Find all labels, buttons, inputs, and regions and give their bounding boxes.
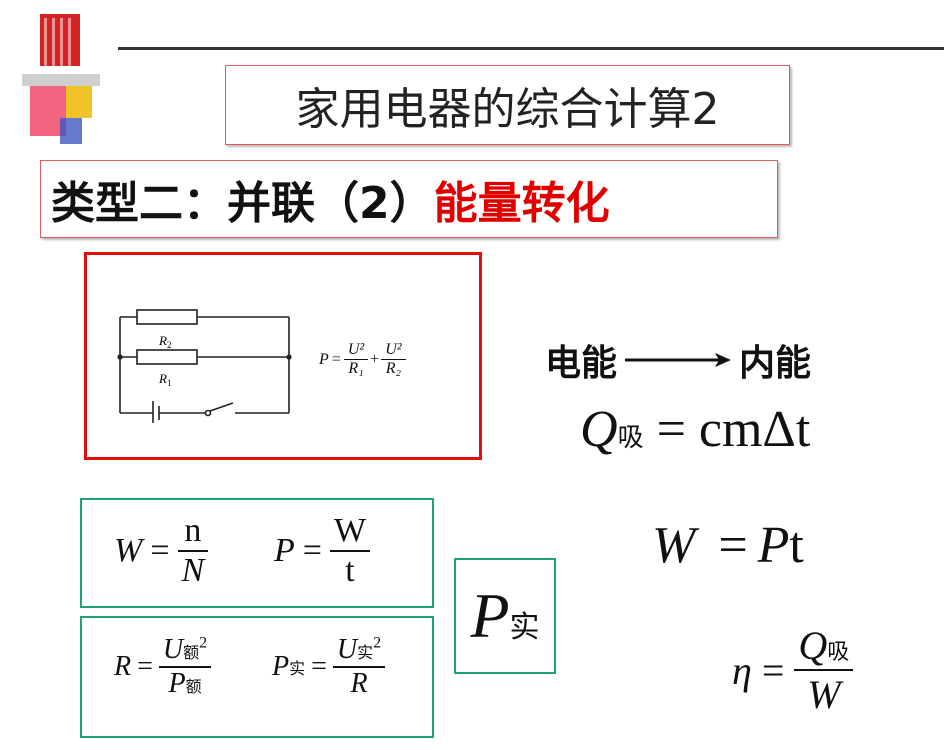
fraction-2: U² R₂ — [381, 341, 406, 378]
actual-power-box: P实 — [454, 558, 556, 674]
fraction-1: U² R₁ — [343, 341, 369, 378]
subtitle-box: 类型二：并联（2）能量转化 — [40, 160, 778, 238]
arrow-right-icon — [625, 353, 732, 367]
circuit-box: R2 R1 P = U² R₁ + U² R₂ — [84, 252, 482, 460]
page-title: 家用电器的综合计算2 — [295, 84, 720, 135]
circuit-diagram: R2 R1 — [117, 309, 292, 423]
energy-conversion: 电能 内能 — [545, 335, 811, 385]
work-equation: W =Pt — [652, 517, 804, 574]
logo-graphic — [22, 14, 122, 144]
subtitle-prefix: 类型二：并联（2） — [51, 178, 434, 229]
efficiency-formula: η = Q吸 W — [732, 622, 854, 718]
formula-box-1: W = n N P = W t — [80, 498, 434, 608]
power-formula: P = W t — [274, 512, 371, 590]
parallel-power-formula: P = U² R₁ + U² R₂ — [319, 341, 406, 378]
title-box: 家用电器的综合计算2 — [225, 65, 790, 145]
energy-from: 电能 — [545, 343, 618, 384]
r1-label: R1 — [158, 371, 171, 388]
r2-label: R2 — [158, 333, 171, 350]
energy-to: 内能 — [739, 343, 812, 384]
heat-equation: Q吸 = cmΔt — [580, 401, 811, 458]
resistance-formula: R = U额2 P额 — [114, 634, 212, 700]
subtitle-highlight: 能量转化 — [433, 178, 610, 229]
top-rule — [118, 47, 944, 50]
work-from-count-formula: W = n N — [114, 512, 209, 590]
